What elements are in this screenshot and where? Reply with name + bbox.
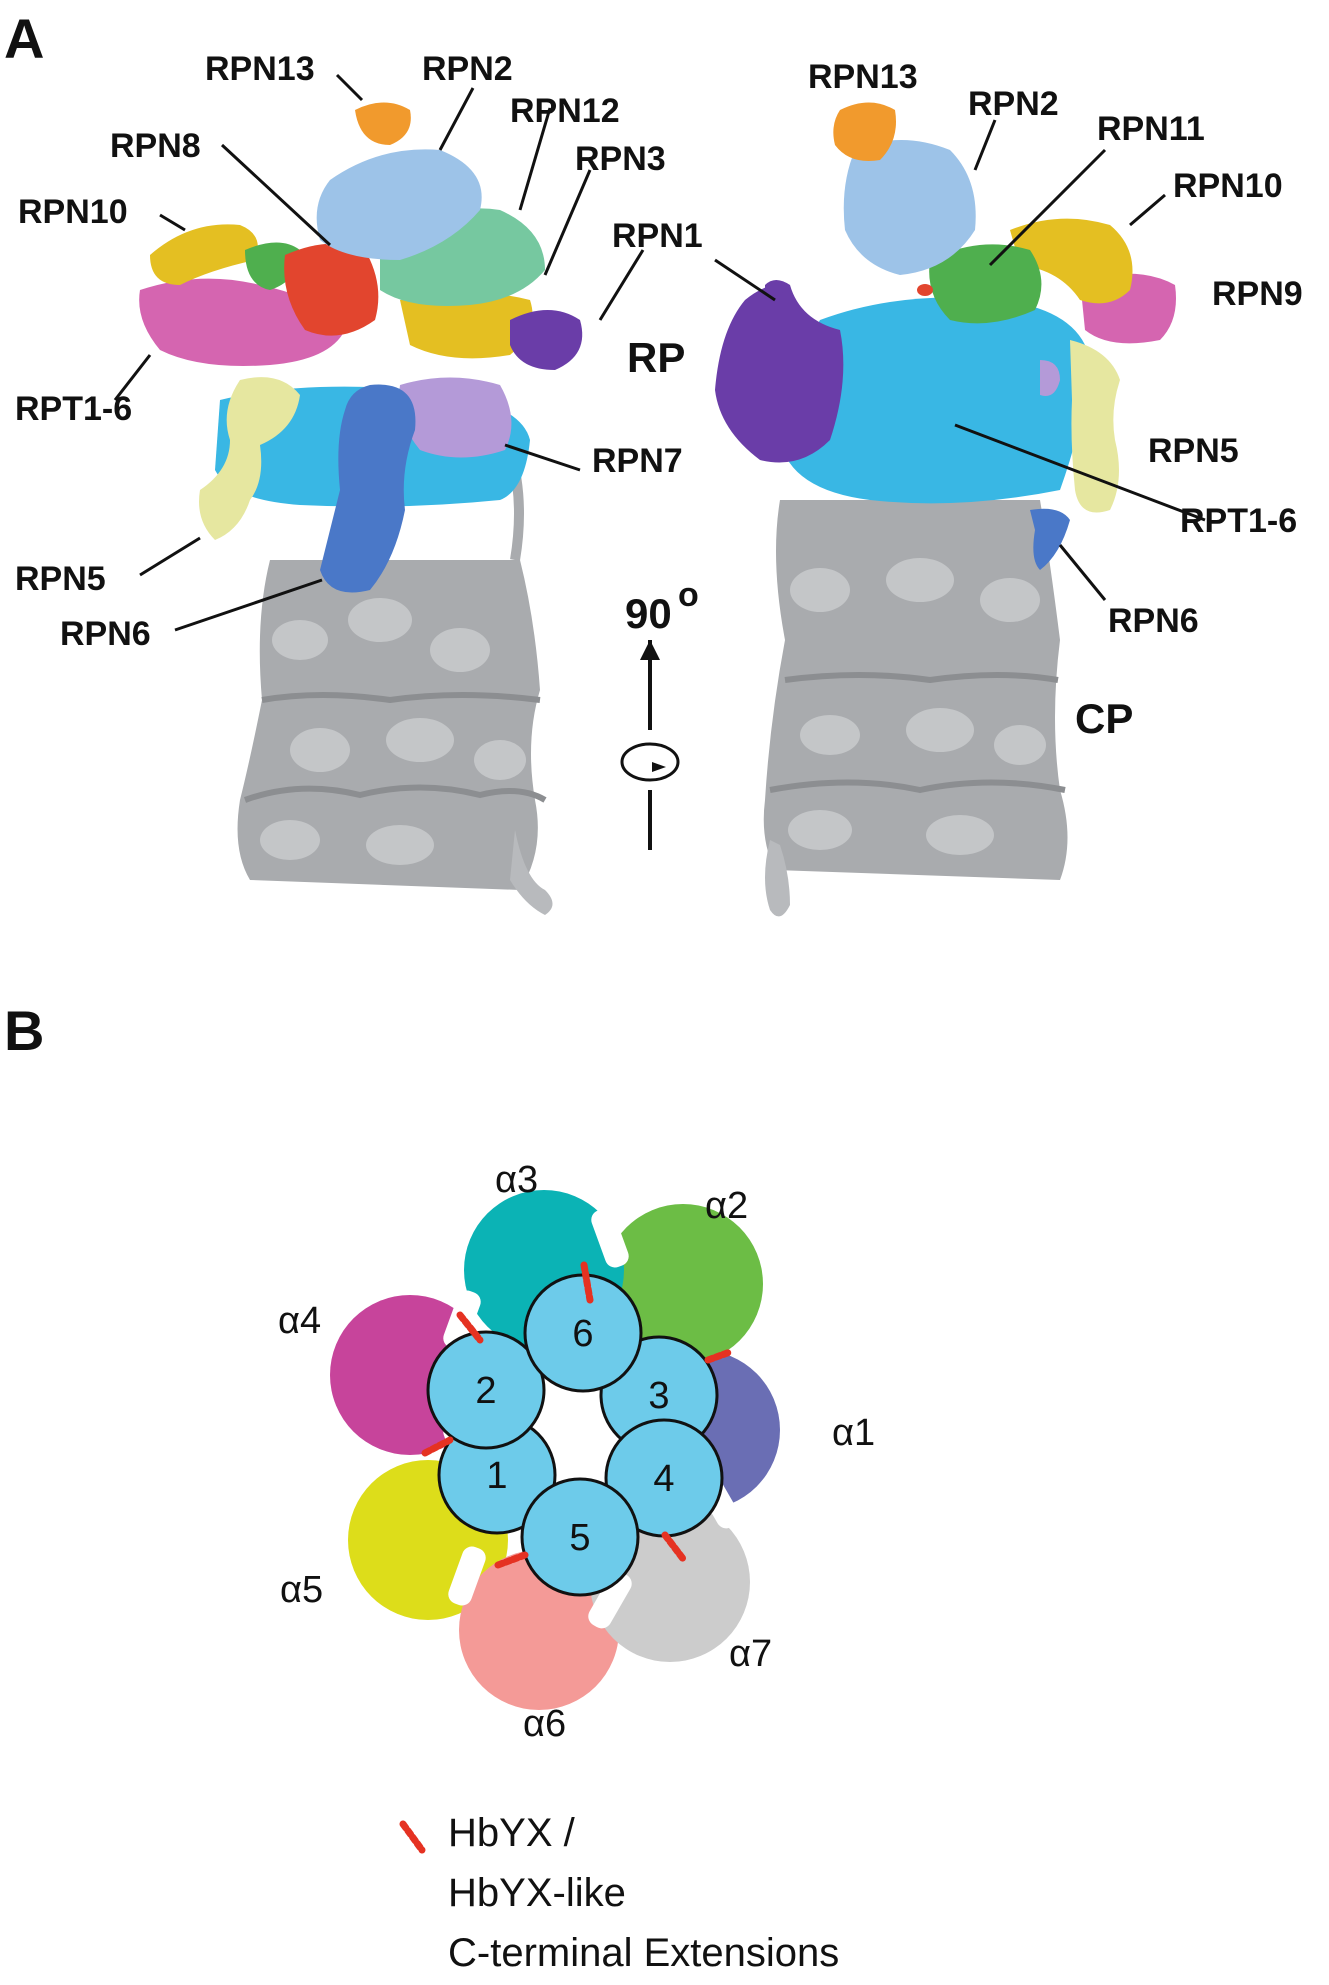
rotation-degree-symbol: o — [678, 576, 699, 614]
legend-line-2: HbYX-like — [448, 1871, 626, 1915]
hbyx-extension-5 — [661, 1531, 688, 1564]
alpha-gap-4 — [588, 1571, 632, 1629]
label-left-rpn3: RPN3 — [575, 140, 666, 178]
left-rpn5 — [199, 377, 300, 540]
right-rpt-ring — [780, 297, 1090, 504]
right-rpn5 — [1070, 340, 1120, 513]
rpt-ring: 1 2 3 4 5 6 — [421, 1261, 734, 1597]
left-rpn3 — [400, 292, 533, 359]
alpha-gap-1 — [591, 1208, 629, 1268]
alpha-gap-5 — [448, 1546, 486, 1606]
panel-a-letter: A — [4, 7, 44, 70]
legend: HbYX / HbYX-like C-terminal Extensions — [399, 1811, 839, 1975]
label-right-rpt: RPT1-6 — [1180, 502, 1297, 540]
alpha-label-5: α5 — [280, 1569, 323, 1611]
panel-b-letter: B — [4, 999, 44, 1062]
left-rpn10 — [150, 224, 258, 285]
label-left-rpn13: RPN13 — [205, 50, 315, 88]
legend-line-3: C-terminal Extensions — [448, 1931, 839, 1975]
label-right-rpn6: RPN6 — [1108, 602, 1199, 640]
left-leader-lines — [113, 73, 645, 632]
label-right-rpn11: RPN11 — [1097, 110, 1205, 148]
right-rpn2 — [843, 140, 976, 275]
rotation-angle: 90 — [625, 590, 672, 637]
right-rpn13 — [833, 102, 896, 161]
alpha-subunit-2 — [603, 1204, 763, 1364]
hbyx-extension-1 — [580, 1261, 594, 1304]
alpha-label-3: α3 — [495, 1159, 538, 1201]
label-left-rpn8: RPN8 — [110, 127, 201, 165]
rpt-subunit-number: 1 — [486, 1455, 507, 1497]
label-left-rpn6: RPN6 — [60, 615, 151, 653]
label-cp: CP — [1075, 695, 1133, 742]
left-rpn2 — [316, 149, 482, 260]
rpt-subunit-number: 4 — [653, 1458, 674, 1500]
alpha-labels: α1 α2 α3 α4 α5 α6 α7 — [278, 1159, 875, 1745]
legend-hbyx-symbol — [399, 1820, 426, 1854]
alpha-label-1: α1 — [832, 1412, 875, 1454]
rpt-subunit-number: 5 — [569, 1517, 590, 1559]
label-rp: RP — [627, 334, 685, 381]
right-proteasome-structure — [715, 102, 1176, 917]
hbyx-extension-4 — [421, 1436, 454, 1457]
left-rpn6 — [320, 384, 416, 593]
label-left-rpn5: RPN5 — [15, 560, 106, 598]
label-left-rpn1: RPN1 — [612, 217, 703, 255]
left-rpn1 — [510, 310, 583, 370]
rpt-subunit-number: 2 — [475, 1370, 496, 1412]
alpha-label-7: α7 — [729, 1633, 772, 1675]
right-rpn10 — [1010, 218, 1133, 304]
right-rpn6 — [1030, 508, 1070, 570]
left-proteasome-structure — [139, 102, 583, 915]
left-core-particle — [237, 448, 553, 915]
label-right-rpn9: RPN9 — [1212, 275, 1303, 313]
label-left-rpn7: RPN7 — [592, 442, 683, 480]
alpha-label-4: α4 — [278, 1300, 321, 1342]
label-left-rpn12: RPN12 — [510, 92, 620, 130]
label-right-rpn5: RPN5 — [1148, 432, 1239, 470]
rotation-indicator: 90 o — [620, 576, 699, 850]
rpt-subunit-6: 6 — [523, 1273, 643, 1393]
label-right-rpn13: RPN13 — [808, 58, 918, 96]
left-rpn8 — [284, 243, 379, 336]
label-left-rpn10: RPN10 — [18, 193, 128, 231]
label-left-rpn2: RPN2 — [422, 50, 513, 88]
alpha-label-6: α6 — [523, 1703, 566, 1745]
hbyx-extension-2 — [456, 1311, 484, 1344]
right-rpn1 — [715, 284, 844, 463]
alpha-label-2: α2 — [705, 1185, 748, 1227]
right-leader-lines — [714, 119, 1206, 601]
rpt-subunit-5: 5 — [520, 1477, 640, 1597]
left-rpn13 — [355, 102, 411, 145]
legend-line-1: HbYX / — [448, 1811, 576, 1855]
hbyx-extension-6 — [494, 1551, 529, 1569]
rpt-subunit-4: 4 — [604, 1418, 724, 1538]
rpt-subunit-2: 2 — [426, 1330, 546, 1450]
rpt-subunit-number: 3 — [648, 1375, 669, 1417]
label-left-rpt: RPT1-6 — [15, 390, 132, 428]
label-right-rpn10: RPN10 — [1173, 167, 1283, 205]
left-rpn7 — [399, 377, 512, 458]
right-rpn11 — [929, 244, 1042, 324]
right-core-particle — [763, 500, 1068, 917]
rpt-subunit-number: 6 — [572, 1313, 593, 1355]
label-right-rpn2: RPN2 — [968, 85, 1059, 123]
hbyx-extension-3 — [704, 1348, 734, 1364]
